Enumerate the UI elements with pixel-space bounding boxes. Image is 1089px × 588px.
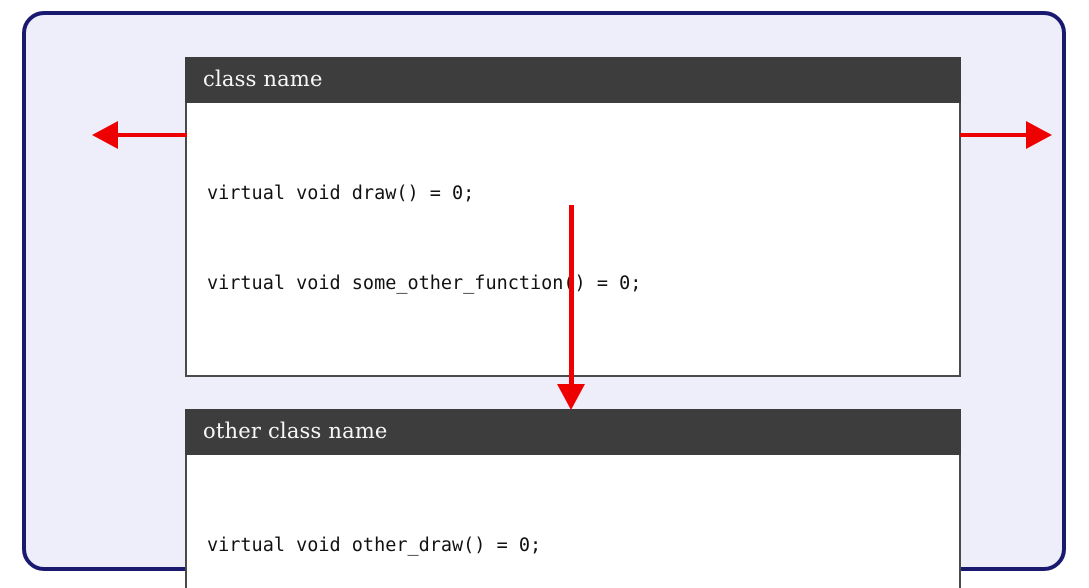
- class-member-line: virtual void draw() = 0;: [207, 183, 475, 204]
- class-box-secondary[interactable]: other class name virtual void other_draw…: [185, 409, 961, 588]
- arrow-right-icon: [1026, 121, 1052, 149]
- class-member-line: virtual void some_other_function() = 0;: [207, 273, 642, 294]
- class-member-line: virtual void other_draw() = 0;: [207, 535, 542, 556]
- arrow-left-line: [114, 133, 187, 137]
- diagram-frame: class name virtual void draw() = 0; virt…: [22, 11, 1066, 588]
- class-name-header: class name: [185, 57, 961, 103]
- arrow-down-line: [569, 205, 574, 389]
- other-class-name-header: other class name: [185, 409, 961, 455]
- arrow-right-line: [960, 133, 1032, 137]
- other-class-members-body: virtual void other_draw() = 0; virtual v…: [185, 455, 961, 588]
- arrow-left-icon: [92, 121, 118, 149]
- arrow-down-icon: [557, 384, 585, 410]
